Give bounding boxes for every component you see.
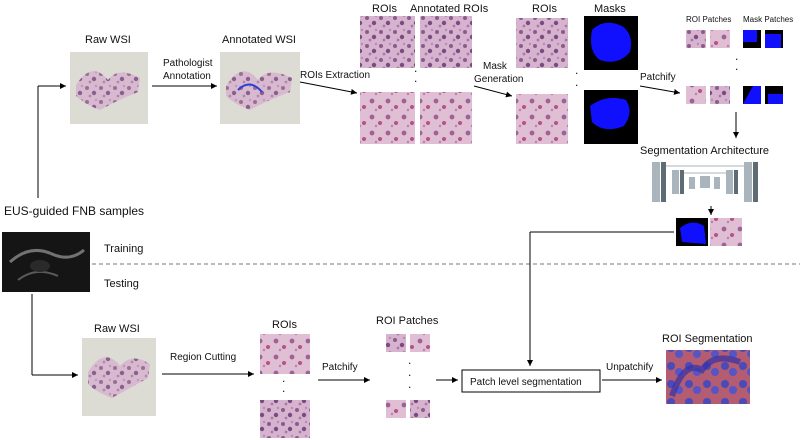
dot: . <box>282 381 285 395</box>
roi-patch <box>386 334 406 352</box>
rois-extraction-label: ROIs Extraction <box>300 70 370 81</box>
annotated-roi-thumb <box>420 16 472 68</box>
roi-patch <box>710 30 730 48</box>
dot: . <box>282 371 285 385</box>
mask-patch <box>743 86 761 104</box>
dot: . <box>408 377 411 391</box>
generation-label: Generation <box>474 74 523 85</box>
annotation-label: Annotation <box>163 71 211 82</box>
masks-label: Masks <box>594 3 626 15</box>
roi-thumb <box>516 94 568 144</box>
dot: . <box>414 61 417 75</box>
testing-label: Testing <box>104 278 139 290</box>
segmentation-output-patch <box>710 218 742 246</box>
roi-thumb <box>360 92 415 144</box>
pathologist-label: Pathologist <box>163 58 213 69</box>
dot: . <box>735 49 738 63</box>
rois-mask-label: ROIs <box>532 3 558 15</box>
arrow-icon <box>473 85 513 98</box>
roi-patches-top-label: ROI Patches <box>686 15 731 24</box>
mask-thumb <box>584 16 638 70</box>
raw-wsi-bottom-image <box>82 338 156 416</box>
raw-wsi-top-label: Raw WSI <box>85 34 131 46</box>
annotated-roi-thumb <box>420 92 472 144</box>
dot: . <box>408 353 411 367</box>
rois-bottom-label: ROIs <box>272 319 298 331</box>
arrow-icon <box>299 81 358 95</box>
raw-wsi-bottom-label: Raw WSI <box>94 323 140 335</box>
mask-thumb <box>584 90 638 144</box>
mask-label: Mask <box>483 61 508 72</box>
annotated-wsi-image <box>220 52 300 124</box>
roi-segmentation-label: ROI Segmentation <box>662 333 753 345</box>
roi-patch <box>386 400 406 418</box>
roi-patch <box>710 86 730 104</box>
training-label: Training <box>104 243 143 255</box>
patchify-bottom-label: Patchify <box>322 362 358 373</box>
annotated-rois-label: Annotated ROIs <box>410 3 489 15</box>
roi-thumb <box>360 16 415 68</box>
dot: . <box>735 59 738 73</box>
segmentation-architecture-label: Segmentation Architecture <box>640 145 769 157</box>
unet-architecture <box>652 162 758 202</box>
roi-patch <box>410 334 430 352</box>
mask-patches-label: Mask Patches <box>743 15 793 24</box>
roi-segmentation-image <box>666 350 750 404</box>
roi-patch <box>686 86 706 104</box>
segmentation-output-mask <box>676 218 708 246</box>
raw-wsi-top-image <box>70 52 148 124</box>
dot: . <box>414 71 417 85</box>
eus-samples-label: EUS-guided FNB samples <box>4 204 144 218</box>
roi-thumb <box>516 18 568 68</box>
roi-patches-bottom-label: ROI Patches <box>376 315 439 327</box>
roi-patch <box>410 400 430 418</box>
patch-level-segmentation-label: Patch level segmentation <box>470 377 582 388</box>
mask-patch <box>743 30 761 48</box>
rois-top-label: ROIs <box>372 3 398 15</box>
annotated-wsi-label: Annotated WSI <box>222 34 296 46</box>
mask-patch <box>765 30 783 48</box>
dot: . <box>408 365 411 379</box>
dot: . <box>575 63 578 77</box>
roi-thumb <box>260 400 310 438</box>
roi-patch <box>686 30 706 48</box>
arrow-icon <box>639 85 681 95</box>
patch-level-segmentation-box <box>461 369 601 393</box>
unpatchify-label: Unpatchify <box>606 362 653 373</box>
roi-thumb <box>260 334 310 374</box>
region-cutting-label: Region Cutting <box>170 352 236 363</box>
dot: . <box>575 75 578 89</box>
ultrasound-image <box>2 232 90 292</box>
mask-patch <box>765 86 783 104</box>
patchify-top-label: Patchify <box>640 72 676 83</box>
